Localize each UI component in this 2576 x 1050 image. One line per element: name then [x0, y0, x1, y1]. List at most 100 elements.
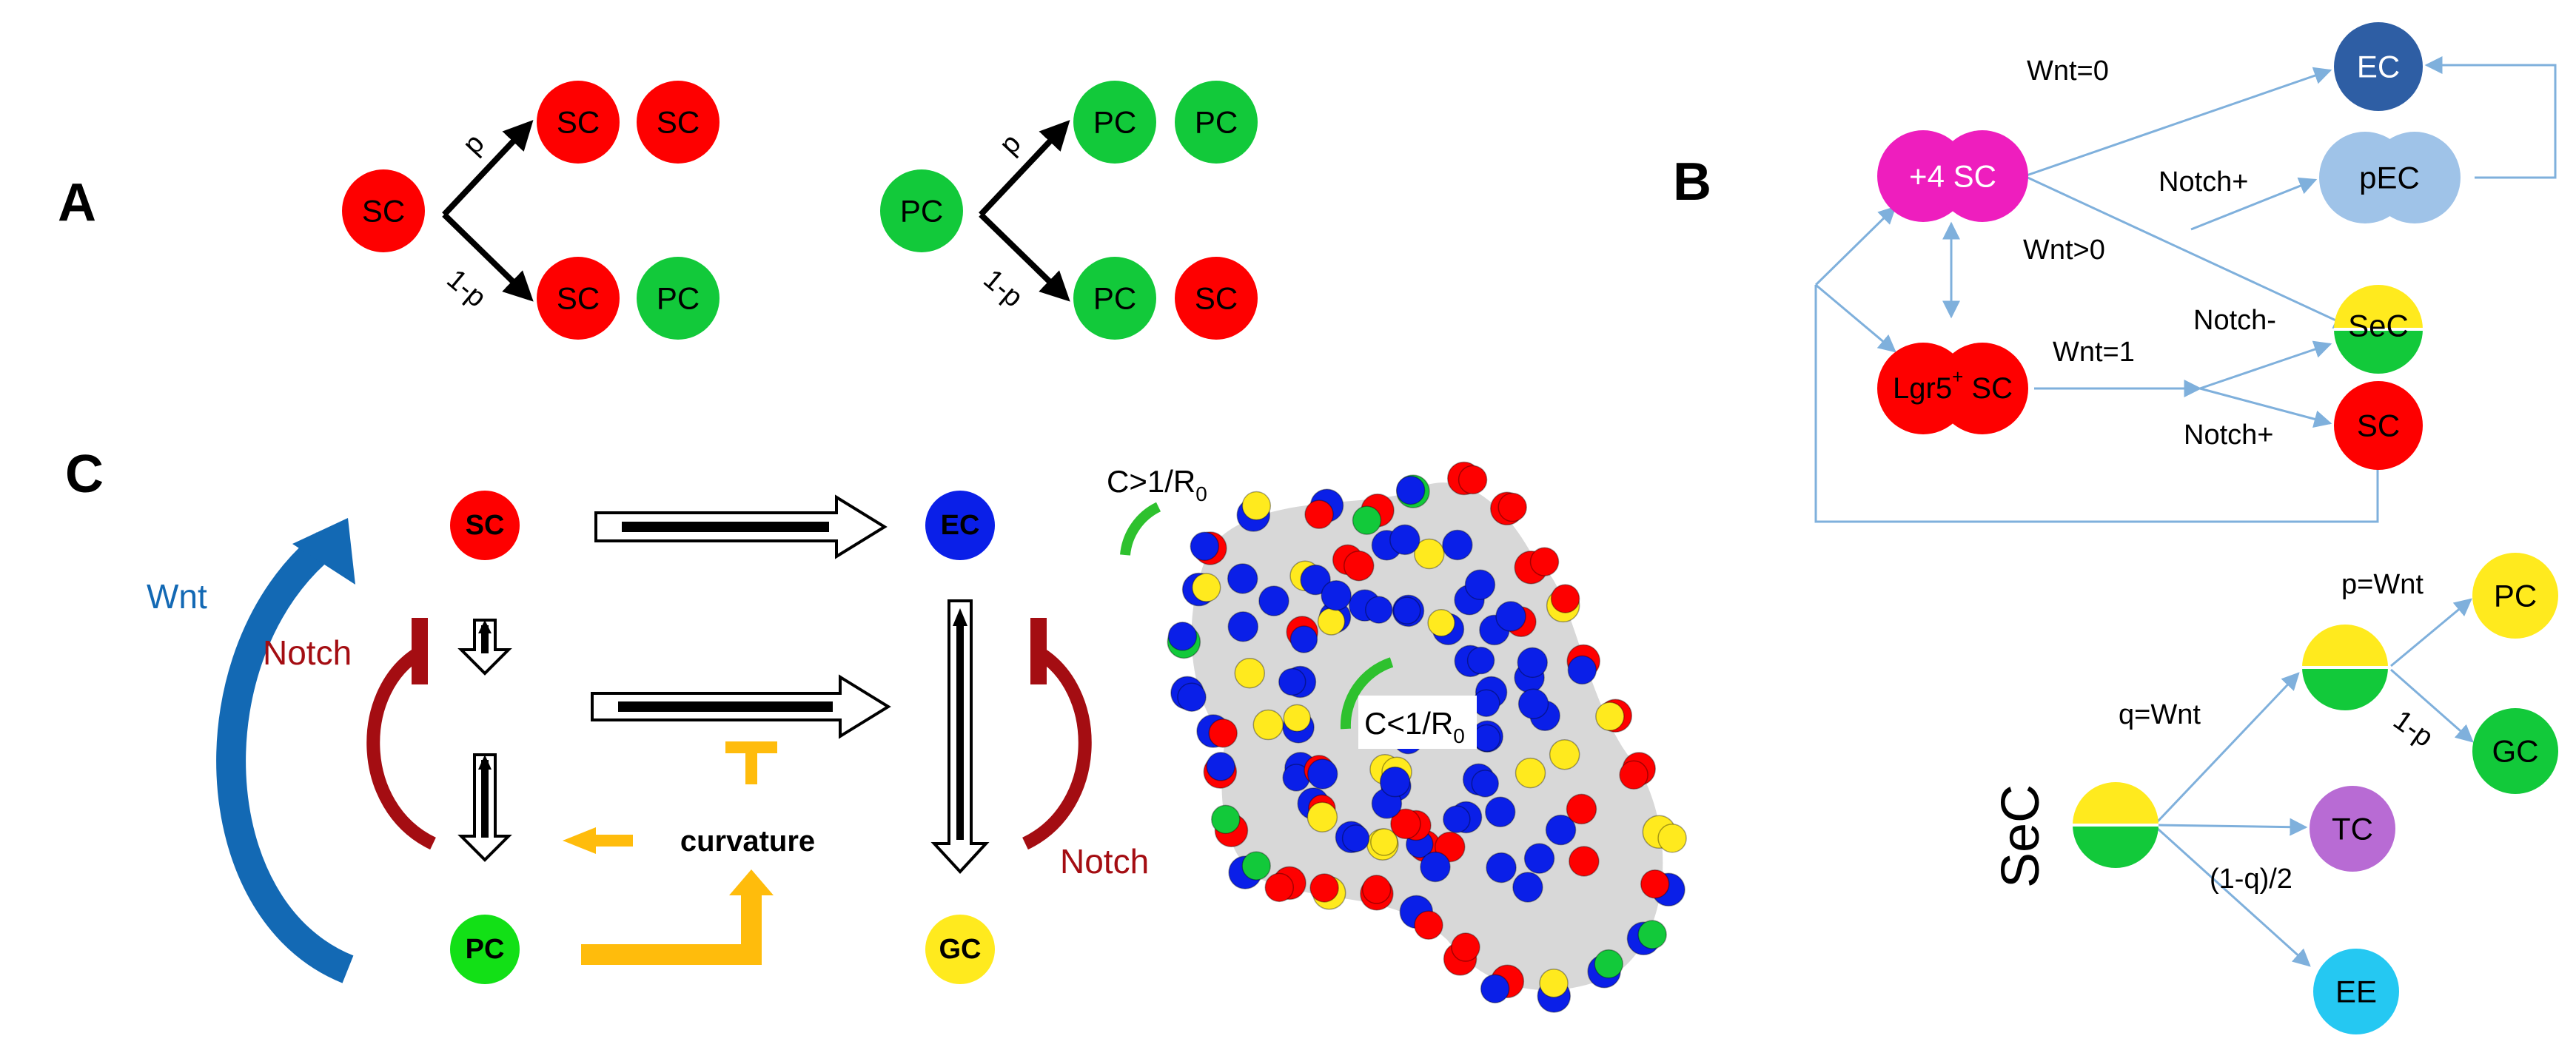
daughter-label: SC [1195, 281, 1238, 316]
node-label: SeC [2348, 309, 2409, 343]
crypt-cell-sphere [1289, 625, 1318, 653]
node-ec: EC [2334, 22, 2423, 111]
crypt-cell-sphere [1304, 499, 1334, 529]
edge-pec-ec [2424, 56, 2557, 179]
daughter-sc-cell [1175, 257, 1258, 340]
crypt-cell-sphere [1227, 563, 1258, 594]
node-label: EC [2357, 50, 2400, 84]
crypt-cell-sphere [1539, 969, 1569, 998]
crypt-cell-sphere [1637, 920, 1667, 949]
sec-root-cell-top [2073, 782, 2159, 825]
crypt-cell-sphere [1550, 584, 1580, 613]
daughter-label: PC [1195, 105, 1238, 140]
daughter-pc-cell [637, 257, 720, 340]
notch-left-label: Notch [263, 633, 352, 672]
label-notch-plus: Notch+ [2159, 166, 2248, 198]
pc-label: PC [466, 934, 505, 965]
crypt-cell-sphere [1307, 758, 1338, 790]
crypt-cell-sphere [1595, 701, 1625, 731]
panel-b: B Wnt=0 Notch+ Wnt>0 Notch- Wnt=1 Notch+ [1673, 22, 2558, 1034]
crypt-cell-sphere [1395, 475, 1426, 505]
crypt-cell-sphere [1442, 529, 1473, 561]
daughter-label: SC [557, 105, 600, 140]
edge-notch-plus-sc [2199, 387, 2332, 428]
daughter-label: SC [557, 281, 600, 316]
label-notch-plus: Notch+ [2184, 420, 2273, 451]
edge-1-p-gc [2390, 668, 2474, 743]
crypt-cell-sphere [1283, 704, 1311, 733]
edge-loop-to-sc4 [1814, 206, 1896, 286]
one-minus-p-label: 1-p [440, 263, 492, 313]
crypt-cell-sphere [1167, 622, 1198, 651]
crypt-cell-sphere [1472, 689, 1500, 717]
crypt-cell-sphere [1420, 851, 1451, 883]
crypt-cell-sphere [1484, 796, 1516, 828]
crypt-cell-sphere [1177, 682, 1207, 712]
panel-a-left-tree: SC p 1-p SC SC SC PC [342, 81, 720, 340]
crypt-cell-sphere [1352, 505, 1382, 535]
crypt-cell-sphere [1252, 709, 1284, 741]
crypt-cell-sphere [1390, 808, 1421, 840]
edge-sec-ee [2156, 827, 2311, 967]
crypt-cell-sphere [1241, 491, 1272, 521]
sc-label: SC [466, 510, 505, 541]
node-label: PC [2494, 579, 2537, 613]
label-wnt-gt0: Wnt>0 [2023, 235, 2105, 266]
crypt-cell-sphere [1370, 828, 1398, 856]
curvature-path [581, 892, 762, 965]
sc-cell [450, 491, 520, 560]
sec-differentiation-tree: SeC PC GC TC EE q=Wnt p=Wnt 1-p (1-q)/2 [1991, 553, 2558, 1034]
crypt-cell-sphere [1443, 805, 1471, 833]
c-lt-background [1358, 696, 1477, 749]
edge-notch-minus-sec [2199, 340, 2332, 390]
node-label: SC [2357, 408, 2400, 443]
sec-mid-cell-bottom [2302, 667, 2388, 710]
crypt-cell-sphere [1472, 724, 1501, 753]
daughter-label: PC [1093, 281, 1136, 316]
node-label: GC [2492, 734, 2539, 769]
label-1-p: 1-p [2387, 704, 2438, 753]
c-gt-label: C>1/R0 [1107, 464, 1207, 505]
curvature-left-arrowhead [563, 827, 596, 854]
parent-sc-label: SC [362, 194, 405, 229]
crypt-cell-sphere [1545, 814, 1577, 846]
crypt-cell-sphere [1365, 596, 1393, 624]
panel-b-edges [1814, 56, 2557, 523]
crypt-cell-sphere [1392, 596, 1421, 625]
notch-right-arc [1022, 645, 1092, 850]
parent-pc-cell [880, 169, 963, 252]
crypt-cell-sphere [1344, 550, 1375, 582]
sec-gc-cell [2472, 708, 2558, 794]
arrow-p [442, 120, 534, 217]
crypt-cell-sphere [1300, 564, 1331, 596]
crypt-cell-sphere [1389, 524, 1421, 556]
crypt-cell-sphere [1464, 569, 1496, 600]
crypt-cell-sphere [1341, 824, 1370, 852]
node-sc: SC [2334, 381, 2423, 470]
curvature-arc-inner [1340, 657, 1394, 730]
crypt-cell-sphere [1379, 766, 1411, 798]
crypt-cell-sphere [1657, 824, 1687, 853]
crypt-cell-sphere [1495, 601, 1526, 632]
panel-b-label: B [1673, 152, 1711, 212]
arrow-1-p [979, 212, 1070, 302]
gc-label: GC [939, 934, 982, 965]
edge-p-pc [2390, 598, 2472, 667]
one-minus-p-label: 1-p [977, 263, 1028, 313]
crypt-cell-sphere [1466, 646, 1495, 675]
daughter-sc-cell [537, 257, 620, 340]
crypt-cell-sphere [1309, 873, 1339, 903]
daughter-pc-cell [1073, 81, 1156, 164]
sc-to-ec-arrow [594, 494, 888, 559]
pc-to-ec-arrow [591, 674, 891, 739]
crypt-cell-sphere [1512, 872, 1543, 903]
crypt-cell-sphere [1414, 910, 1443, 940]
wnt-label: Wnt [147, 577, 207, 616]
crypt-cell-sphere [1211, 804, 1241, 835]
crypt-cell-sphere [1361, 875, 1392, 904]
node-label: TC [2332, 812, 2373, 847]
arrow-p [979, 120, 1070, 217]
node-label: +4 SC [1909, 159, 1996, 194]
crypt-cell-sphere [1234, 657, 1266, 689]
